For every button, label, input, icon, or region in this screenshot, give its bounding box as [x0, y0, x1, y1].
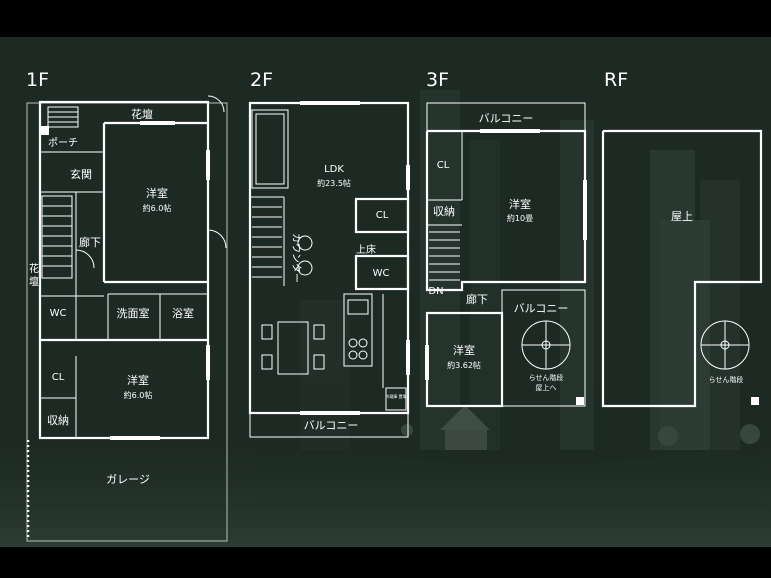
- label-storage-3f: 収納: [433, 205, 455, 218]
- plan-3f: バルコニー CL 収納 洋室 約10畳 DN 廊下 バルコニー 洋室 約3.62…: [425, 102, 587, 408]
- label-porch: ポーチ: [48, 137, 78, 149]
- label-balcony-3f-side: バルコニー: [514, 302, 569, 315]
- label-western-room-3f-a: 洋室: [509, 197, 531, 211]
- label-closet-3f: CL: [437, 160, 450, 171]
- label-washroom: 洗面室: [117, 306, 150, 320]
- label-entrance: 玄関: [70, 167, 92, 181]
- label-counter: カウンター: [290, 233, 302, 283]
- label-spiral-stair-rf: らせん階段: [709, 375, 744, 384]
- label-dn: DN: [428, 286, 443, 297]
- background-city-illustration: [0, 90, 771, 547]
- label-fridge: 冷蔵庫 置場: [385, 393, 406, 399]
- label-to-rooftop: 屋上へ: [536, 383, 557, 392]
- kitchen-counter: [343, 293, 373, 367]
- fridge-space: [385, 387, 407, 411]
- floor-label-rf: RF: [604, 69, 628, 91]
- stairs-2f: [252, 206, 282, 278]
- label-bathroom: 浴室: [172, 306, 194, 320]
- floor-label-1f: 1F: [26, 69, 49, 91]
- sofa: [251, 109, 289, 189]
- plan-rf: 屋上 らせん階段: [601, 129, 763, 408]
- label-western-room-3f-a-size: 約10畳: [507, 213, 533, 223]
- balcony-3f-side: [501, 289, 586, 407]
- label-ldk-size: 約23.5帖: [317, 178, 351, 188]
- label-hall-3f: 廊下: [466, 292, 488, 306]
- label-flowerbed-top: 花壇: [131, 107, 153, 121]
- label-balcony-2f: バルコニー: [304, 419, 359, 432]
- floor-label-2f: 2F: [250, 69, 273, 91]
- plan-1f: 花壇 ポーチ 玄関 洋室 約6.0帖 廊下 花 壇 WC 洗面室 浴室 CL 洋…: [26, 95, 228, 542]
- label-closet-1f: CL: [52, 372, 65, 383]
- stairs-1f: [41, 106, 79, 279]
- label-western-room-1f-a-size: 約6.0帖: [143, 203, 172, 213]
- rooftop-outline: [601, 129, 763, 408]
- entry-door-swing: [207, 95, 225, 113]
- label-wc-2f: WC: [373, 268, 390, 279]
- label-rooftop: 屋上: [671, 210, 693, 223]
- stairs-3f: [429, 231, 460, 281]
- dining-table: [277, 321, 309, 375]
- label-flowerbed-side-2: 壇: [29, 275, 39, 288]
- floor-label-3f: 3F: [426, 69, 449, 91]
- label-garage: ガレージ: [106, 473, 150, 486]
- label-spiral-stair-3f: らせん階段: [529, 373, 564, 382]
- label-hall-1f: 廊下: [79, 235, 101, 249]
- label-flowerbed-side-1: 花: [29, 262, 39, 275]
- label-balcony-3f-top: バルコニー: [479, 112, 534, 125]
- porch-marker: [40, 126, 49, 135]
- label-western-room-1f-a: 洋室: [146, 186, 168, 200]
- label-wc-1f: WC: [50, 308, 67, 319]
- label-western-room-1f-b-size: 約6.0帖: [124, 390, 153, 400]
- label-western-room-3f-b-size: 約3.62帖: [447, 360, 481, 370]
- label-western-room-3f-b: 洋室: [453, 343, 475, 357]
- label-storage-1f: 収納: [47, 414, 69, 427]
- plan-2f: LDK 約23.5帖 CL カウンター 上床 WC バルコニー 冷蔵庫 置場: [248, 101, 410, 438]
- label-ldk: LDK: [324, 164, 344, 175]
- label-western-room-1f-b: 洋室: [127, 373, 149, 387]
- label-raised-floor: 上床: [356, 243, 376, 256]
- label-closet-2f: CL: [376, 210, 389, 221]
